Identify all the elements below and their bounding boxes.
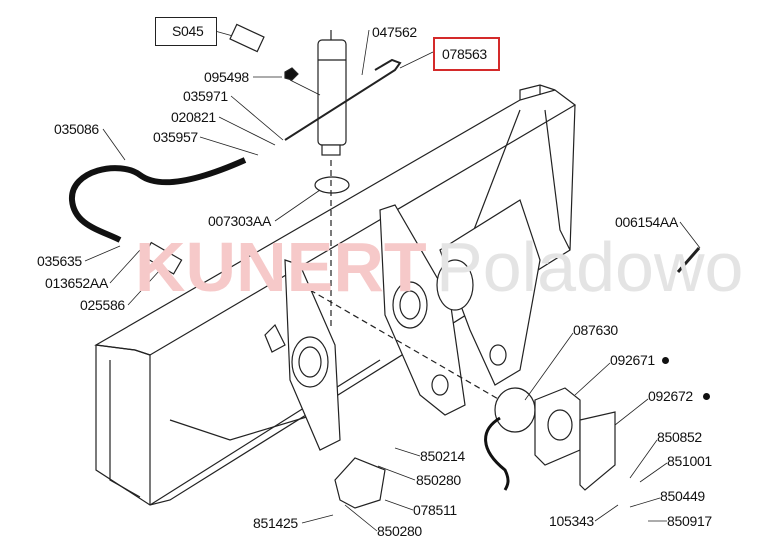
highlighted-part-box[interactable]: 078563 (433, 37, 500, 71)
bullet-092672 (703, 393, 710, 400)
callout-047562[interactable]: 047562 (372, 24, 417, 40)
hose-035086 (69, 157, 247, 243)
watermark-suffix: Poladowo (436, 228, 744, 306)
callout-s045: S045 (172, 23, 204, 39)
callout-020821[interactable]: 020821 (171, 109, 216, 125)
pin-006154AA (676, 247, 701, 273)
clamp-078511 (334, 457, 386, 509)
callout-013652AA[interactable]: 013652AA (45, 275, 108, 291)
callout-850449[interactable]: 850449 (660, 488, 705, 504)
callout-box-s045[interactable]: S045 (155, 17, 217, 46)
coupling-025586 (142, 241, 183, 275)
nut-095498 (284, 67, 299, 81)
callout-035086[interactable]: 035086 (54, 121, 99, 137)
bracket-092671 (534, 387, 581, 466)
callout-078511[interactable]: 078511 (413, 502, 457, 518)
callout-850280[interactable]: 850280 (416, 472, 461, 488)
o-ring (314, 176, 350, 194)
grease-cylinder (317, 30, 347, 156)
plate-092672 (579, 411, 616, 491)
bullet-092671 (662, 357, 669, 364)
callout-087630[interactable]: 087630 (573, 322, 618, 338)
callout-035635[interactable]: 035635 (37, 253, 82, 269)
callout-095498[interactable]: 095498 (204, 69, 249, 85)
center-plate (379, 204, 466, 416)
callout-035957[interactable]: 035957 (153, 129, 198, 145)
callout-025586[interactable]: 025586 (80, 297, 125, 313)
callout-092671[interactable]: 092671 (610, 352, 655, 368)
callout-851001[interactable]: 851001 (667, 453, 712, 469)
callout-078563: 078563 (442, 46, 487, 62)
callout-850852[interactable]: 850852 (657, 429, 702, 445)
callout-007303AA[interactable]: 007303AA (208, 213, 271, 229)
callout-850214[interactable]: 850214 (420, 448, 465, 464)
left-plate (264, 259, 341, 451)
callout-850280-second[interactable]: 850280 (377, 523, 422, 539)
right-plate (436, 199, 541, 386)
callout-006154AA[interactable]: 006154AA (615, 214, 678, 230)
leader-lines (84, 29, 701, 532)
watermark-brand: KUNERT (135, 228, 427, 306)
callout-105343[interactable]: 105343 (549, 513, 594, 529)
frame-beam (94, 84, 577, 506)
connector-s045 (229, 23, 265, 53)
callout-035971[interactable]: 035971 (183, 88, 228, 104)
callout-851425[interactable]: 851425 (253, 515, 298, 531)
pipe-078563 (284, 58, 402, 141)
callout-092672[interactable]: 092672 (648, 388, 693, 404)
callout-850917[interactable]: 850917 (667, 513, 712, 529)
